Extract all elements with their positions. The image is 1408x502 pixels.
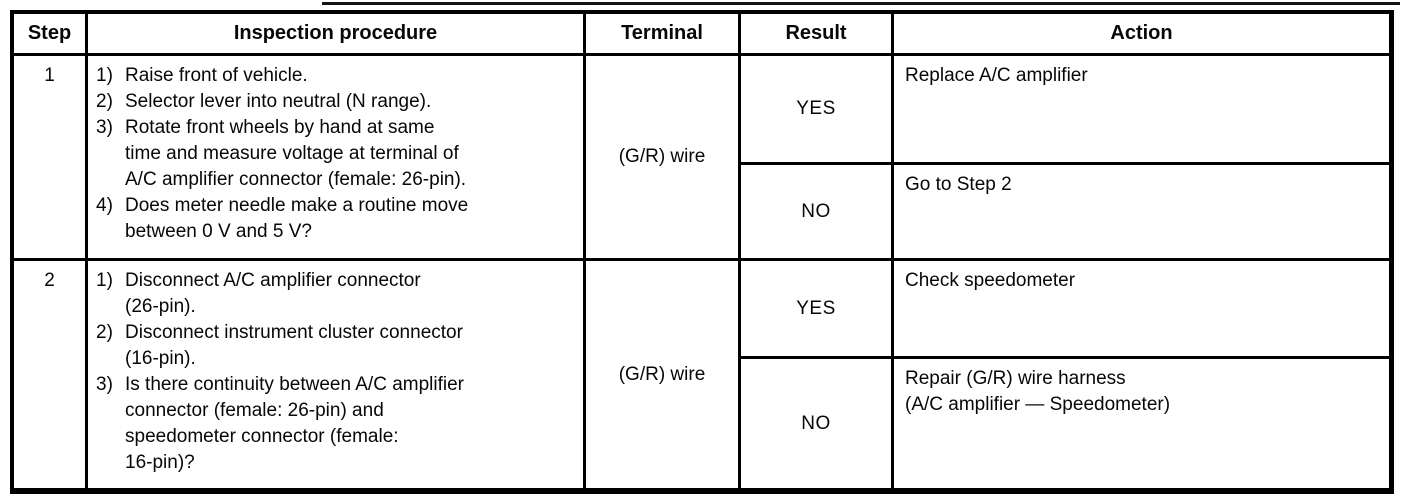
item-number: 3) [96, 374, 113, 395]
item-number: 4) [96, 195, 113, 216]
table-row-step-2: 2 1) Disconnect A/C amplifier connector … [14, 261, 1389, 488]
outcome-row-yes: YES Check speedometer [741, 261, 1389, 359]
result-cell-yes: YES [741, 56, 894, 162]
terminal-cell: (G/R) wire [586, 261, 741, 488]
action-cell-yes: Replace A/C amplifier [905, 65, 1088, 86]
procedure-item: 4) Does meter needle make a routine move… [96, 193, 575, 245]
item-number: 1) [96, 270, 113, 291]
col-header-procedure: Inspection procedure [88, 14, 586, 53]
table-row-step-1: 1 1) Raise front of vehicle. 2) Selector… [14, 56, 1389, 261]
procedure-list: 1) Raise front of vehicle. 2) Selector l… [88, 56, 586, 258]
item-number: 1) [96, 65, 113, 86]
procedure-item: 3) Rotate front wheels by hand at same t… [96, 115, 575, 193]
result-cell-no: NO [741, 359, 894, 488]
col-header-step: Step [14, 14, 88, 53]
outcome-row-yes: YES Replace A/C amplifier [741, 56, 1389, 165]
col-header-terminal: Terminal [586, 14, 741, 53]
result-cell-no: NO [741, 165, 894, 258]
item-text: Disconnect instrument cluster connector … [125, 322, 463, 369]
procedure-item: 2) Selector lever into neutral (N range)… [96, 89, 575, 115]
step-number: 2 [14, 261, 88, 488]
result-cell-yes: YES [741, 261, 894, 356]
table-header-row: Step Inspection procedure Terminal Resul… [14, 14, 1389, 56]
procedure-item: 3) Is there continuity between A/C ampli… [96, 372, 575, 476]
outcomes-step-1: YES Replace A/C amplifier NO Go to Step … [741, 56, 1389, 258]
col-header-action: Action [1110, 22, 1173, 44]
terminal-cell: (G/R) wire [586, 56, 741, 258]
col-header-result: Result [741, 14, 894, 53]
item-number: 2) [96, 91, 113, 112]
outcome-row-no: NO Go to Step 2 [741, 165, 1389, 258]
item-text: Is there continuity between A/C amplifie… [125, 374, 465, 473]
scan-artifact-line [322, 2, 1400, 5]
step-number: 1 [14, 56, 88, 258]
outcome-row-no: NO Repair (G/R) wire harness (A/C amplif… [741, 359, 1389, 488]
procedure-item: 1) Disconnect A/C amplifier connector (2… [96, 268, 575, 320]
procedure-item: 1) Raise front of vehicle. [96, 63, 575, 89]
item-text: Rotate front wheels by hand at same time… [125, 117, 467, 190]
action-cell-no: Go to Step 2 [905, 174, 1012, 195]
item-text: Selector lever into neutral (N range). [125, 91, 432, 112]
outcomes-step-2: YES Check speedometer NO Repair (G/R) wi… [741, 261, 1389, 488]
item-text: Disconnect A/C amplifier connector (26-p… [125, 270, 421, 317]
item-number: 2) [96, 322, 113, 343]
item-text: Does meter needle make a routine move be… [125, 195, 469, 242]
procedure-list: 1) Disconnect A/C amplifier connector (2… [88, 261, 586, 488]
action-cell-yes: Check speedometer [905, 270, 1076, 291]
item-text: Raise front of vehicle. [125, 65, 308, 86]
diagnostic-table: Step Inspection procedure Terminal Resul… [10, 10, 1394, 494]
item-number: 3) [96, 117, 113, 138]
action-cell-no: Repair (G/R) wire harness (A/C amplifier… [905, 368, 1171, 415]
procedure-item: 2) Disconnect instrument cluster connect… [96, 320, 575, 372]
